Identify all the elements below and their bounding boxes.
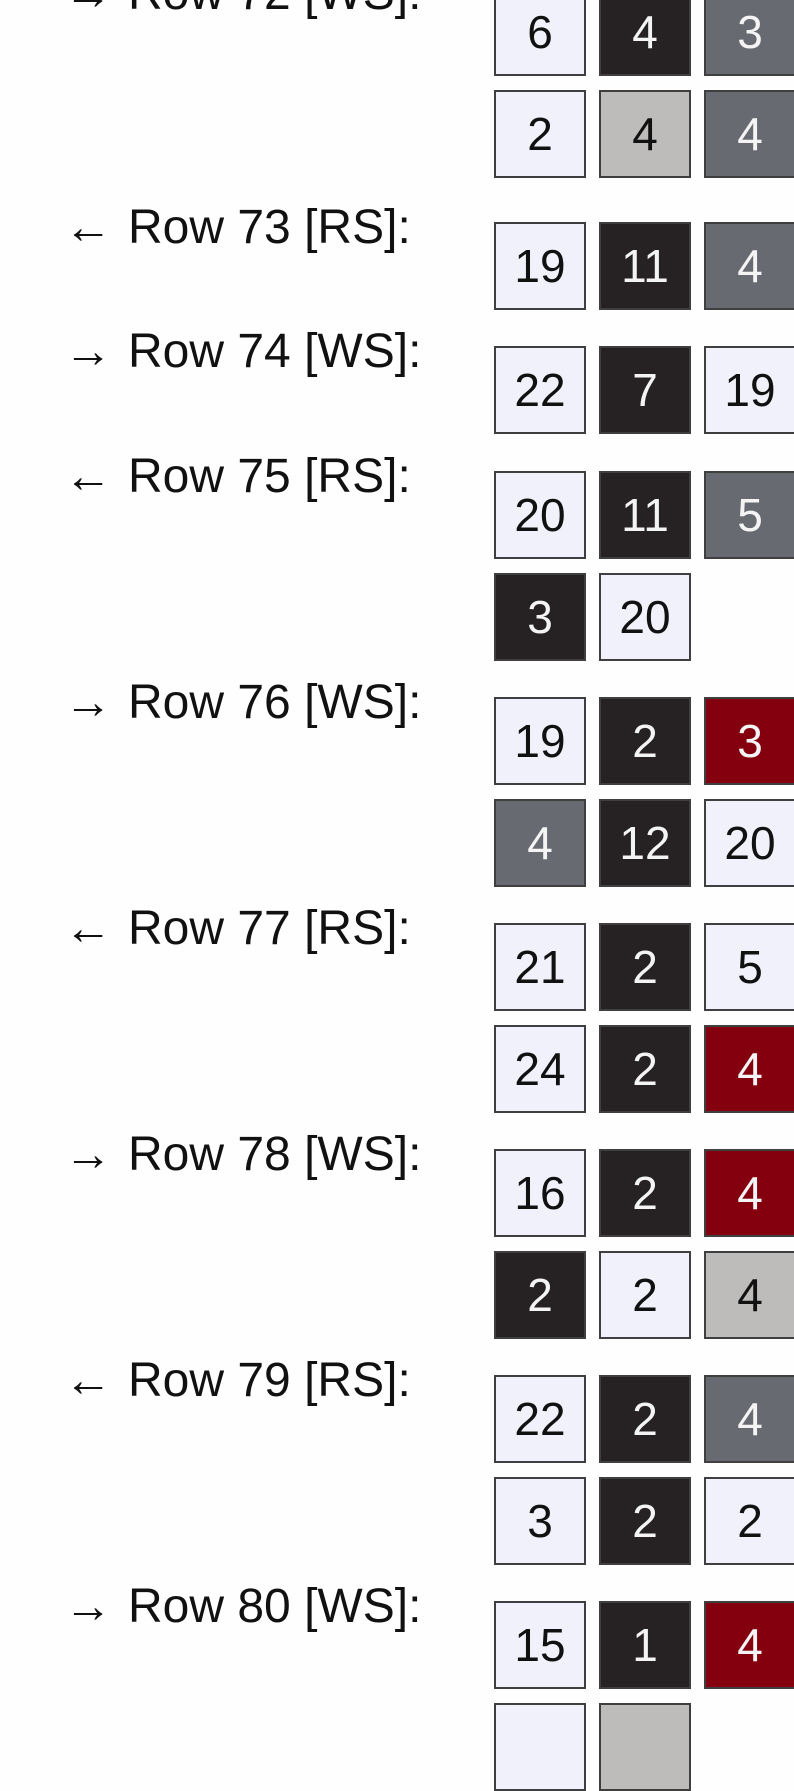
row-label-text: Row 80 [WS]: [128,1580,422,1633]
row-label-text: Row 75 [RS]: [128,450,411,503]
row-label: ← Row 77 [RS]: [64,901,411,957]
stitch-count-cell: 3 [494,1477,586,1565]
row-label-text: Row 78 [WS]: [128,1128,422,1181]
stitch-count-cell: 2 [599,1149,691,1237]
stitch-count-cell: 6 [494,0,586,76]
stitch-count-cell: 1 [599,1601,691,1689]
stitch-count-cell: 7 [599,346,691,434]
stitch-count-cell: 24 [494,1025,586,1113]
stitch-count-cell: 2 [599,1477,691,1565]
stitch-count-cell: 3 [494,573,586,661]
row-direction-arrow-icon: → [64,1128,112,1181]
row-label-text: Row 74 [WS]: [128,325,422,378]
stitch-count-cell: 20 [704,799,794,887]
stitch-count-cell: 4 [599,90,691,178]
stitch-count-cell: 4 [599,0,691,76]
row-direction-arrow-icon: ← [64,1354,112,1407]
stitch-count-cell: 19 [494,222,586,310]
row-direction-arrow-icon: ← [64,902,112,955]
row-label: ← Row 75 [RS]: [64,449,411,505]
stitch-count-cell: 22 [494,1375,586,1463]
stitch-count-cell: 15 [494,1601,586,1689]
row-direction-arrow-icon: → [64,325,112,378]
stitch-count-cell: 20 [599,573,691,661]
stitch-count-cell: 4 [704,1149,794,1237]
row-label: → Row 80 [WS]: [64,1579,421,1635]
stitch-count-cell: 22 [494,346,586,434]
stitch-count-cell: 16 [494,1149,586,1237]
row-direction-arrow-icon: ← [64,201,112,254]
stitch-count-cell: 19 [704,346,794,434]
row-direction-arrow-icon: → [64,1580,112,1633]
stitch-count-cell: 3 [704,0,794,76]
stitch-count-cell: 11 [599,222,691,310]
stitch-count-cell: 2 [599,1251,691,1339]
row-label-text: Row 73 [RS]: [128,201,411,254]
stitch-count-cell [599,1703,691,1791]
row-label-text: Row 79 [RS]: [128,1354,411,1407]
stitch-count-cell: 3 [704,697,794,785]
stitch-count-cell: 20 [494,471,586,559]
row-label: ← Row 79 [RS]: [64,1353,411,1409]
stitch-count-cell: 4 [494,799,586,887]
stitch-count-cell: 4 [704,1025,794,1113]
stitch-count-cell: 4 [704,1601,794,1689]
row-label-text: Row 77 [RS]: [128,902,411,955]
stitch-count-cell: 4 [704,90,794,178]
stitch-count-cell: 12 [599,799,691,887]
row-label-text: Row 72 [WS]: [128,0,421,20]
stitch-count-cell: 2 [599,1025,691,1113]
stitch-count-cell: 2 [599,1375,691,1463]
stitch-count-cell: 4 [704,222,794,310]
stitch-count-cell: 19 [494,697,586,785]
row-direction-arrow-icon: → [64,0,112,22]
stitch-count-cell: 5 [704,471,794,559]
row-direction-arrow-icon: → [64,676,112,729]
stitch-count-cell: 2 [494,90,586,178]
stitch-count-cell: 11 [599,471,691,559]
row-label: → Row 72 [WS]: [64,0,421,22]
stitch-count-cell: 2 [599,697,691,785]
stitch-count-cell: 5 [704,923,794,1011]
stitch-count-cell [494,1703,586,1791]
row-direction-arrow-icon: ← [64,450,112,503]
row-label: → Row 74 [WS]: [64,324,421,380]
stitch-count-cell: 4 [704,1251,794,1339]
row-label: → Row 78 [WS]: [64,1127,421,1183]
stitch-count-cell: 21 [494,923,586,1011]
stitch-count-cell: 4 [704,1375,794,1463]
row-label: → Row 76 [WS]: [64,675,421,731]
stitch-count-cell: 2 [704,1477,794,1565]
row-label-text: Row 76 [WS]: [128,676,422,729]
stitch-count-cell: 2 [599,923,691,1011]
row-label: ← Row 73 [RS]: [64,200,411,256]
stitch-count-cell: 2 [494,1251,586,1339]
